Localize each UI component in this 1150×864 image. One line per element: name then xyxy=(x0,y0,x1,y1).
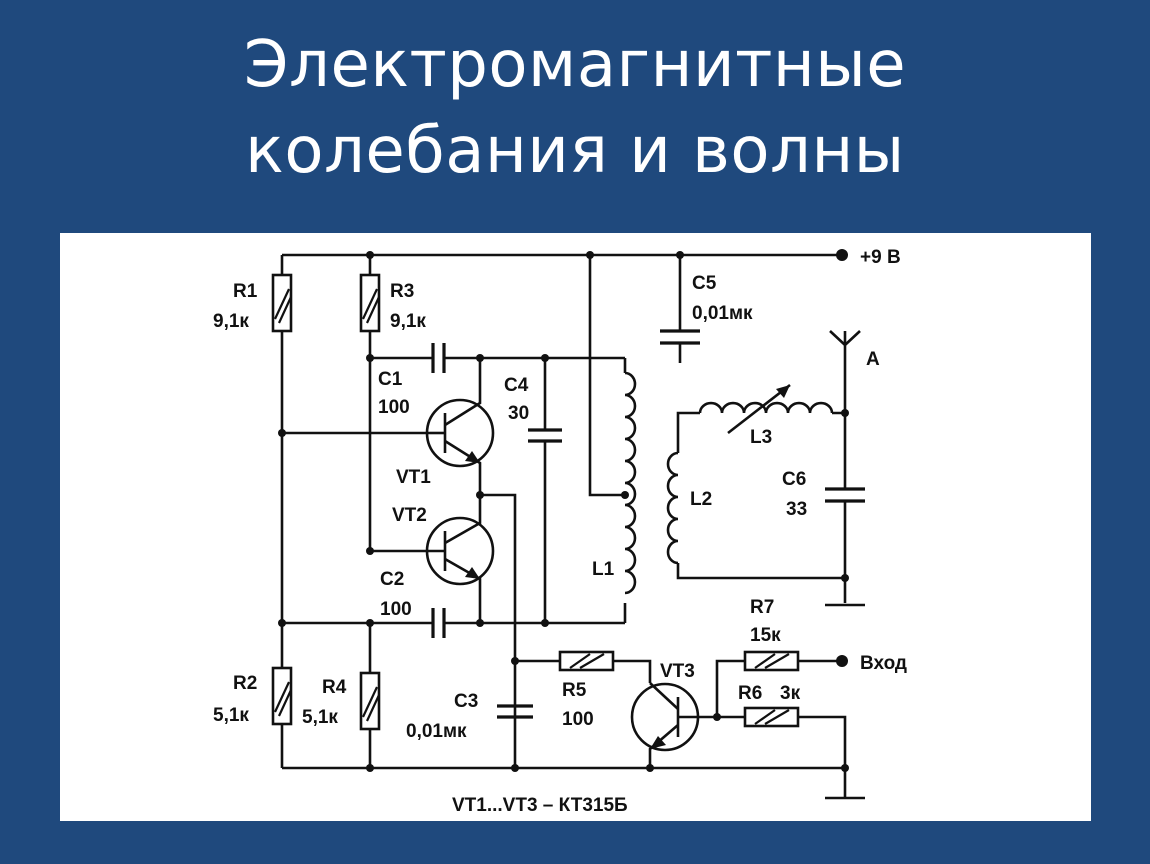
r3-value: 9,1к xyxy=(390,311,426,332)
r6-name: R6 xyxy=(738,683,762,704)
c6-value: 33 xyxy=(786,499,807,520)
input-label: Вход xyxy=(860,653,907,674)
c4-name: C4 xyxy=(504,375,529,396)
capacitor-c5 xyxy=(660,329,700,345)
resistor-r6 xyxy=(743,706,800,728)
r1-name: R1 xyxy=(233,281,258,302)
wire xyxy=(676,411,845,580)
junction xyxy=(541,354,549,362)
c5-value: 0,01мк xyxy=(692,303,753,324)
supply-terminal xyxy=(836,249,848,261)
r4-value: 5,1к xyxy=(302,707,338,728)
transistor-vt3 xyxy=(630,682,700,768)
c1-value: 100 xyxy=(378,397,410,418)
c2-value: 100 xyxy=(380,599,412,620)
resistor-r3 xyxy=(359,273,381,333)
inductor-l1 xyxy=(624,371,637,595)
resistor-r4 xyxy=(359,671,381,731)
vt1-label: VT1 xyxy=(396,467,431,488)
title-line-2: колебания и волны xyxy=(245,114,905,188)
wire xyxy=(480,493,517,768)
l2-label: L2 xyxy=(690,489,712,510)
capacitor-c2 xyxy=(431,608,446,638)
junction xyxy=(476,619,484,627)
r4-name: R4 xyxy=(322,677,347,698)
ground-rail xyxy=(282,766,847,798)
junction xyxy=(511,764,519,772)
inductor-l3 xyxy=(698,383,834,435)
vt2-label: VT2 xyxy=(392,505,427,526)
vt3-label: VT3 xyxy=(660,661,695,682)
capacitor-c4 xyxy=(528,428,562,443)
wire xyxy=(715,659,847,768)
wire xyxy=(832,411,847,603)
resistor-r7 xyxy=(743,650,800,672)
junction xyxy=(621,491,629,499)
resistor-r2 xyxy=(271,666,293,726)
junction xyxy=(841,764,849,772)
c3-value: 0,01мк xyxy=(406,721,467,742)
capacitor-c3 xyxy=(497,704,533,719)
r2-value: 5,1к xyxy=(213,705,249,726)
r7-value: 15к xyxy=(750,625,781,646)
c5-name: C5 xyxy=(692,273,717,294)
wire xyxy=(543,358,625,625)
supply-label: +9 В xyxy=(860,247,901,268)
r7-name: R7 xyxy=(750,597,774,618)
r5-value: 100 xyxy=(562,709,594,730)
l1-label: L1 xyxy=(592,559,615,580)
transistor-vt1 xyxy=(425,358,495,495)
l3-label: L3 xyxy=(750,427,772,448)
transistor-note: VT1...VT3 – КТ315Б xyxy=(452,795,628,816)
c4-value: 30 xyxy=(508,403,529,424)
r5-name: R5 xyxy=(562,680,587,701)
junction xyxy=(646,764,654,772)
wire xyxy=(588,255,625,497)
resistor-r1 xyxy=(271,273,293,333)
inductor-l2 xyxy=(666,451,679,565)
junction xyxy=(366,764,374,772)
capacitor-c6 xyxy=(825,487,865,503)
input-terminal xyxy=(836,655,848,667)
junction xyxy=(841,574,849,582)
title-line-1: Электромагнитные xyxy=(243,28,907,102)
wire xyxy=(515,659,652,683)
resistor-r5 xyxy=(558,650,615,672)
wire xyxy=(282,431,430,625)
transistor-vt2 xyxy=(425,495,495,623)
schematic-panel: +9 В R1 9,1к R2 5,1к R3 xyxy=(60,233,1091,821)
circuit-schematic: +9 В R1 9,1к R2 5,1к R3 xyxy=(213,247,907,816)
r3-name: R3 xyxy=(390,281,414,302)
slide-title: Электромагнитные колебания и волны xyxy=(0,22,1150,194)
c1-name: C1 xyxy=(378,369,403,390)
r2-name: R2 xyxy=(233,673,257,694)
c3-name: C3 xyxy=(454,691,478,712)
antenna-icon xyxy=(829,330,861,413)
capacitor-c1 xyxy=(431,343,446,373)
c2-name: C2 xyxy=(380,569,404,590)
antenna-label: А xyxy=(866,349,880,370)
r1-value: 9,1к xyxy=(213,311,249,332)
c6-name: C6 xyxy=(782,469,806,490)
r6-value: 3к xyxy=(780,683,801,704)
